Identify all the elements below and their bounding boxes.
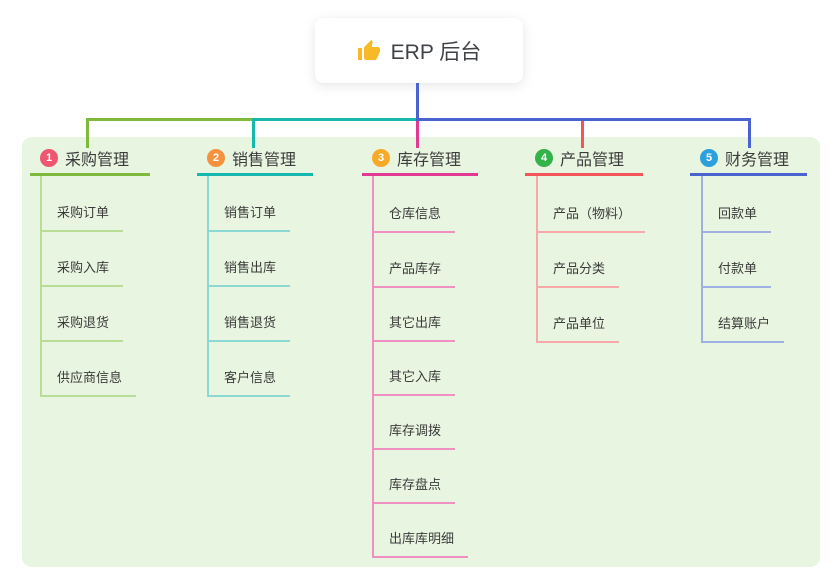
branch-title-label: 库存管理 xyxy=(397,151,462,169)
root-node[interactable]: ERP 后台 xyxy=(315,18,523,83)
branch-title-label: 采购管理 xyxy=(65,151,130,169)
child-node[interactable]: 采购退货 xyxy=(40,314,124,342)
child-node[interactable]: 付款单 xyxy=(701,260,772,288)
connector-branch-drop xyxy=(416,120,419,148)
connector-root-drop xyxy=(416,83,419,120)
child-node[interactable]: 产品单位 xyxy=(536,315,620,343)
child-node[interactable]: 其它入库 xyxy=(372,368,456,396)
branch-title-sales[interactable]: 2 销售管理 xyxy=(197,148,313,176)
branch-title-label: 财务管理 xyxy=(725,151,790,169)
connector-children-spine xyxy=(372,176,374,558)
connector-bus-segment xyxy=(252,118,416,121)
branch-number-badge: 1 xyxy=(40,148,58,167)
child-node[interactable]: 产品分类 xyxy=(536,260,620,288)
child-node[interactable]: 销售订单 xyxy=(207,204,291,232)
branch-panel xyxy=(22,137,820,567)
branch-title-label: 销售管理 xyxy=(232,151,297,169)
child-node[interactable]: 销售出库 xyxy=(207,259,291,287)
branch-number-badge: 4 xyxy=(535,148,553,167)
connector-branch-drop xyxy=(252,118,255,148)
connector-children-spine xyxy=(701,176,703,343)
child-node[interactable]: 结算账户 xyxy=(701,315,785,343)
branch-title-finance[interactable]: 5 财务管理 xyxy=(690,148,807,176)
branch-title-label: 产品管理 xyxy=(560,151,625,169)
root-label: ERP 后台 xyxy=(390,40,482,64)
branch-title-product[interactable]: 4 产品管理 xyxy=(525,148,643,176)
branch-number-badge: 2 xyxy=(207,148,225,167)
child-node[interactable]: 供应商信息 xyxy=(40,369,137,397)
child-node[interactable]: 仓库信息 xyxy=(372,205,456,233)
branch-number-badge: 3 xyxy=(372,148,390,167)
child-node[interactable]: 出库库明细 xyxy=(372,530,469,558)
branch-number-badge: 5 xyxy=(700,148,718,167)
connector-branch-drop xyxy=(581,118,584,148)
child-node[interactable]: 库存盘点 xyxy=(372,476,456,504)
child-node[interactable]: 库存调拨 xyxy=(372,422,456,450)
child-node[interactable]: 回款单 xyxy=(701,205,772,233)
child-node[interactable]: 其它出库 xyxy=(372,314,456,342)
child-node[interactable]: 产品（物料） xyxy=(536,205,646,233)
child-node[interactable]: 销售退货 xyxy=(207,314,291,342)
thumbs-up-icon xyxy=(357,39,381,63)
child-node[interactable]: 采购入库 xyxy=(40,259,124,287)
child-node[interactable]: 产品库存 xyxy=(372,260,456,288)
connector-bus-segment xyxy=(416,118,751,121)
branch-title-purchase[interactable]: 1 采购管理 xyxy=(30,148,150,176)
connector-branch-drop xyxy=(86,118,89,148)
connector-bus-segment xyxy=(86,118,252,121)
child-node[interactable]: 客户信息 xyxy=(207,369,291,397)
connector-children-spine xyxy=(536,176,538,343)
branch-title-inventory[interactable]: 3 库存管理 xyxy=(362,148,478,176)
child-node[interactable]: 采购订单 xyxy=(40,204,124,232)
connector-branch-drop xyxy=(748,118,751,148)
